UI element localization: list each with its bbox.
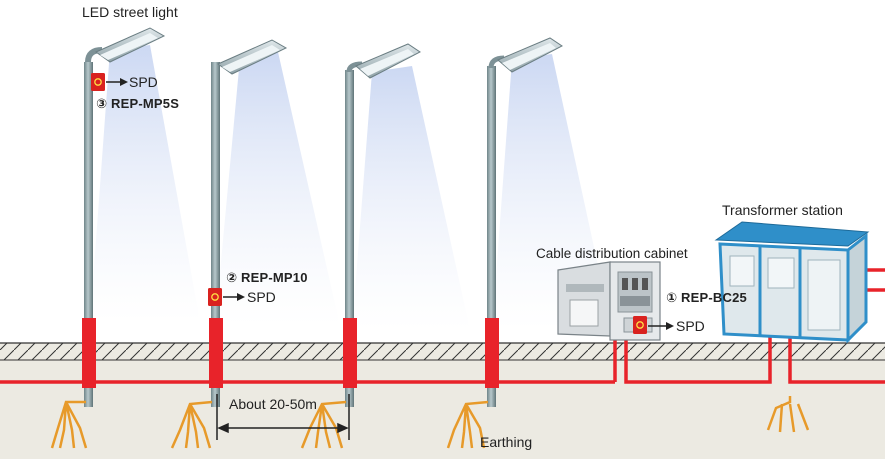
light-beam-2 bbox=[215, 52, 340, 326]
transformer-station-label: Transformer station bbox=[722, 202, 843, 218]
spd-label-1: SPD bbox=[676, 318, 705, 334]
street-light-4 bbox=[485, 37, 563, 407]
device-model-1: REP-BC25 bbox=[681, 290, 747, 305]
ground bbox=[0, 343, 885, 459]
device-number-2: ② bbox=[226, 270, 238, 285]
device-model-2: REP-MP10 bbox=[241, 270, 308, 285]
device-number-1: ① bbox=[666, 290, 678, 305]
spd-label-3: SPD bbox=[129, 74, 158, 90]
underground-cable bbox=[0, 268, 885, 384]
earthing-label: Earthing bbox=[480, 434, 533, 450]
transformer-station bbox=[714, 221, 870, 344]
device-label-1: ① REP-BC25 bbox=[666, 290, 747, 306]
device-model-3: REP-MP5S bbox=[111, 96, 180, 111]
distance-label: About 20-50m bbox=[229, 396, 317, 412]
device-label-3: ③ REP-MP5S bbox=[96, 96, 179, 112]
spd-box-2 bbox=[208, 288, 245, 306]
street-light-1 bbox=[82, 27, 166, 407]
spd-label-2: SPD bbox=[247, 289, 276, 305]
light-beam-4 bbox=[492, 54, 612, 330]
device-label-2: ② REP-MP10 bbox=[226, 270, 308, 286]
street-light-2 bbox=[209, 39, 288, 407]
cable-distribution-cabinet bbox=[557, 261, 661, 341]
spd-box-1 bbox=[633, 316, 674, 334]
cabinet-label: Cable distribution cabinet bbox=[536, 246, 688, 261]
street-light-3 bbox=[343, 43, 421, 407]
earthing-electrodes bbox=[50, 396, 810, 449]
led-street-light-label: LED street light bbox=[82, 4, 178, 20]
ground-hatch bbox=[0, 343, 885, 360]
light-beam-1 bbox=[90, 45, 200, 322]
spd-box-3 bbox=[91, 73, 128, 91]
distance-arrow bbox=[216, 394, 350, 440]
light-beam-3 bbox=[352, 66, 470, 330]
device-number-3: ③ bbox=[96, 96, 108, 111]
